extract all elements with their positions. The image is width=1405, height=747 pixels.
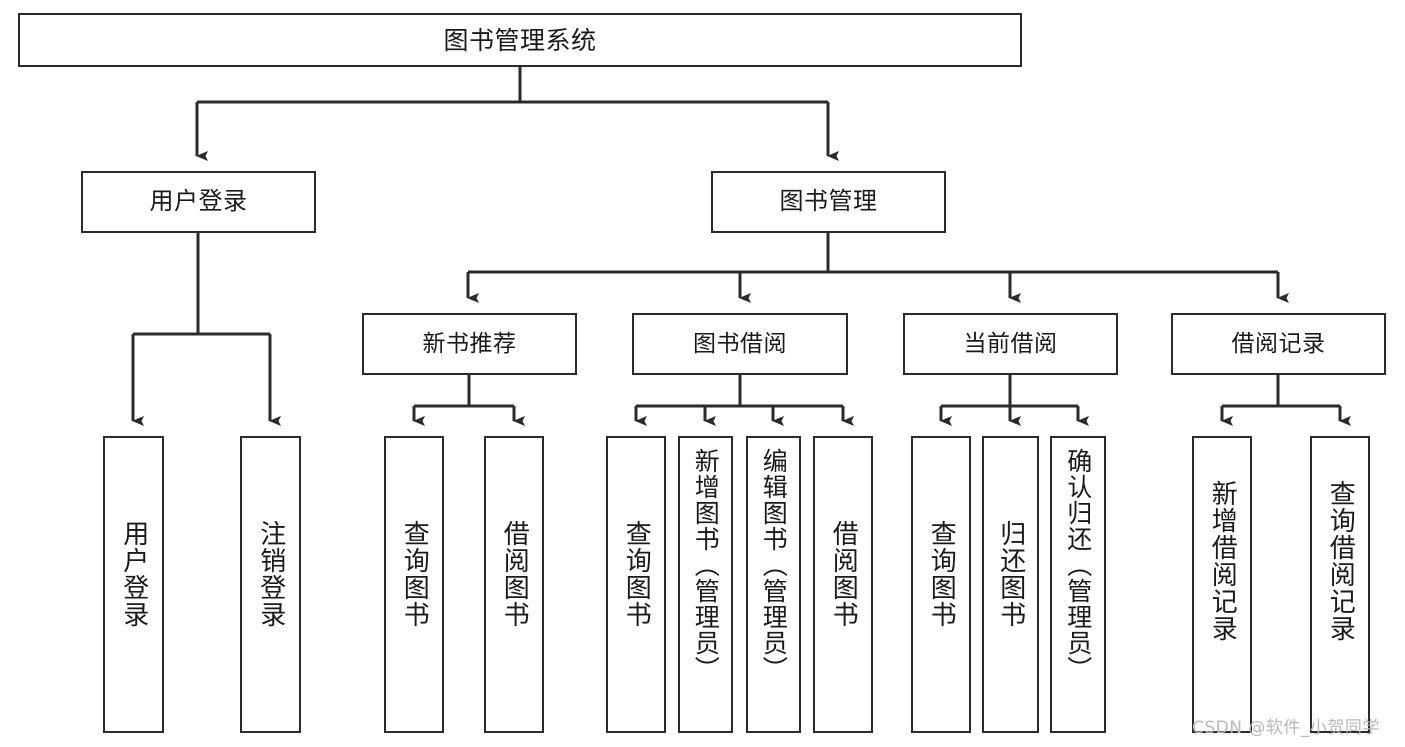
leaf-new-book-query-book[interactable]: 查询图书 (384, 436, 444, 733)
node-label: 图书借阅 (693, 330, 787, 357)
node-current-borrow[interactable]: 当前借阅 (903, 313, 1118, 375)
node-new-book-recommend[interactable]: 新书推荐 (362, 313, 577, 375)
node-label: 编辑图书（管理员） (759, 448, 789, 682)
leaf-new-book-borrow-book[interactable]: 借阅图书 (484, 436, 544, 733)
leaf-record-add-record[interactable]: 新增借阅记录 (1192, 436, 1252, 733)
leaf-borrow-add-book-admin[interactable]: 新增图书（管理员） (678, 436, 733, 733)
node-label: 借阅图书 (828, 520, 859, 628)
node-label: 用户登录 (149, 187, 248, 216)
leaf-borrow-borrow-book[interactable]: 借阅图书 (813, 436, 873, 733)
node-label: 借阅记录 (1231, 330, 1326, 357)
node-label: 查询图书 (399, 520, 430, 628)
node-label: 新增图书（管理员） (691, 448, 721, 682)
node-borrow-record[interactable]: 借阅记录 (1171, 313, 1386, 375)
csdn-watermark: CSDN @软件_小贺同学 (1192, 718, 1380, 738)
node-label: 当前借阅 (963, 330, 1058, 357)
node-label: 查询图书 (621, 520, 652, 628)
node-user-login[interactable]: 用户登录 (81, 171, 316, 233)
node-book-management[interactable]: 图书管理 (711, 171, 946, 233)
node-label: 新增借阅记录 (1207, 480, 1238, 642)
leaf-user-login-login[interactable]: 用户登录 (103, 436, 164, 733)
leaf-user-login-logout[interactable]: 注销登录 (240, 436, 301, 733)
leaf-borrow-edit-book-admin[interactable]: 编辑图书（管理员） (746, 436, 801, 733)
node-label: 图书管理系统 (443, 25, 597, 55)
leaf-current-confirm-return-admin[interactable]: 确认归还（管理员） (1050, 436, 1106, 733)
node-label: 借阅图书 (499, 520, 530, 628)
node-label: 查询图书 (926, 520, 957, 628)
node-label: 用户登录 (118, 520, 149, 628)
node-label: 归还图书 (995, 520, 1026, 628)
node-label: 图书管理 (779, 187, 878, 216)
node-label: 注销登录 (255, 520, 286, 628)
leaf-current-query-book[interactable]: 查询图书 (911, 436, 971, 733)
node-book-borrow[interactable]: 图书借阅 (632, 313, 848, 375)
node-root-book-management-system[interactable]: 图书管理系统 (18, 13, 1022, 67)
leaf-borrow-query-book[interactable]: 查询图书 (606, 436, 666, 733)
node-label: 新书推荐 (422, 330, 517, 357)
leaf-current-return-book[interactable]: 归还图书 (982, 436, 1039, 733)
node-label: 确认归还（管理员） (1063, 448, 1093, 682)
leaf-record-query-record[interactable]: 查询借阅记录 (1310, 436, 1370, 733)
node-label: 查询借阅记录 (1325, 480, 1356, 642)
